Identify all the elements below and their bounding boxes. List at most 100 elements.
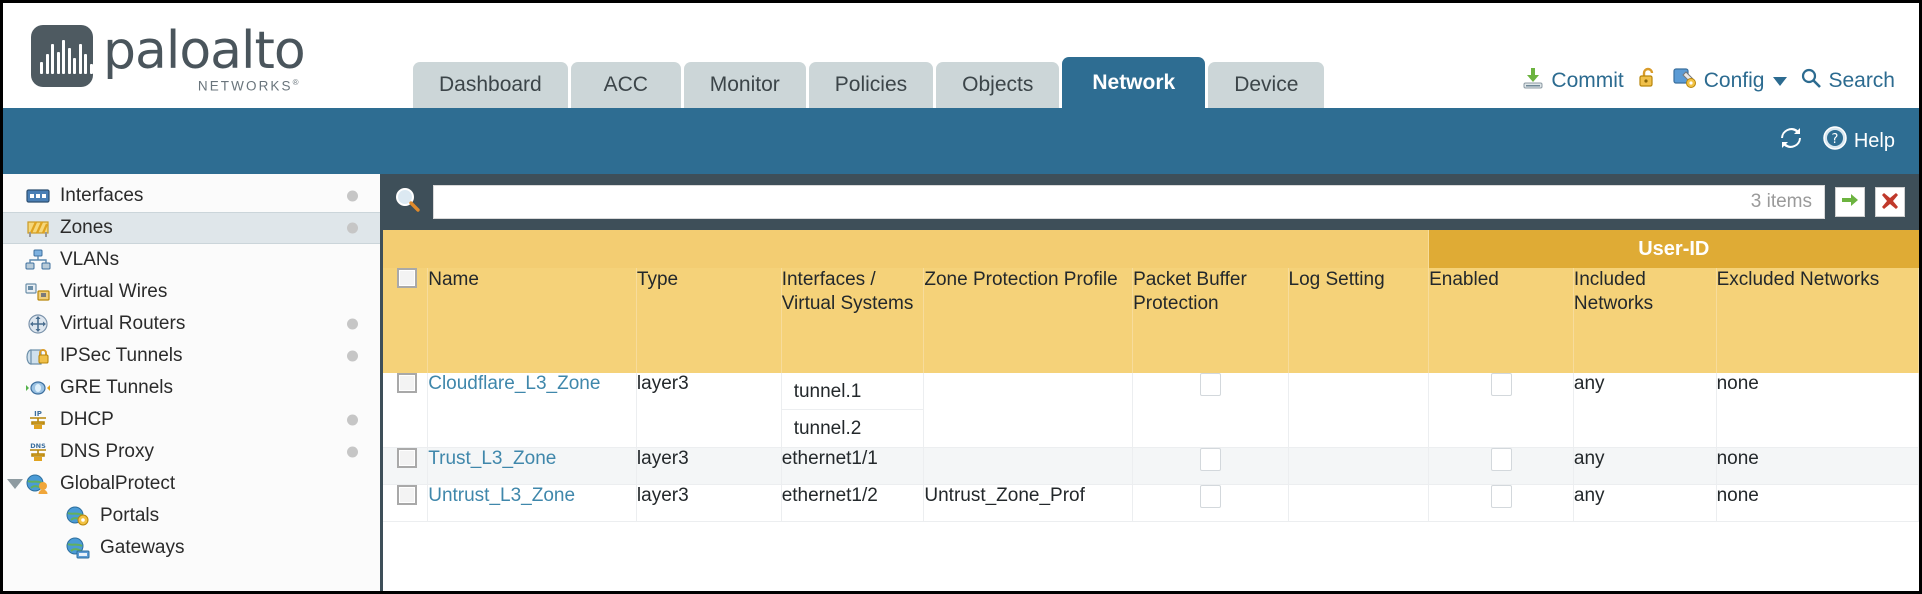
- interface-item: tunnel.2: [793, 418, 862, 439]
- cell-interfaces: ethernet1/2: [781, 484, 925, 522]
- clear-filter-button[interactable]: [1875, 187, 1905, 217]
- search-label: Search: [1828, 69, 1895, 92]
- help-button[interactable]: ? Help: [1822, 125, 1895, 157]
- magnifier-icon: [1800, 67, 1822, 95]
- tab-network[interactable]: Network: [1062, 56, 1206, 108]
- sidebar-item-zones[interactable]: Zones: [3, 212, 380, 244]
- user-id-enabled-checkbox[interactable]: [1490, 373, 1512, 396]
- cell-name[interactable]: Trust_L3_Zone: [427, 447, 637, 485]
- column-header-log-setting[interactable]: Log Setting: [1288, 268, 1430, 373]
- column-header-excluded-networks[interactable]: Excluded Networks: [1716, 268, 1919, 373]
- cell-log-setting: [1288, 484, 1430, 522]
- row-checkbox[interactable]: [397, 448, 417, 468]
- status-dot: [347, 414, 358, 426]
- body-area: Interfaces Zones: [3, 174, 1919, 591]
- sidebar-item-dhcp[interactable]: IP DHCP: [3, 404, 380, 436]
- config-wrench-icon: [1672, 66, 1698, 96]
- cell-packet-buffer[interactable]: [1132, 484, 1289, 522]
- cell-log-setting: [1288, 447, 1430, 485]
- sidebar-item-label: DNS Proxy: [60, 441, 154, 462]
- lock-button[interactable]: [1637, 66, 1659, 96]
- sidebar-item-label: Portals: [100, 505, 160, 526]
- tab-objects[interactable]: Objects: [936, 61, 1060, 108]
- sidebar-item-virtual-routers[interactable]: Virtual Routers: [3, 308, 380, 340]
- sidebar-item-label: Virtual Wires: [60, 281, 168, 302]
- refresh-icon[interactable]: [1778, 126, 1804, 156]
- sidebar-item-label: DHCP: [60, 409, 114, 430]
- column-header-type[interactable]: Type: [636, 268, 782, 373]
- commit-button[interactable]: Commit: [1521, 66, 1624, 96]
- tab-policies[interactable]: Policies: [808, 61, 934, 108]
- cell-included-networks: any: [1573, 447, 1717, 485]
- column-header-zone-protection[interactable]: Zone Protection Profile: [923, 268, 1134, 373]
- packet-buffer-checkbox[interactable]: [1199, 485, 1221, 508]
- cell-name[interactable]: Untrust_L3_Zone: [427, 484, 637, 522]
- select-all-header[interactable]: [383, 268, 429, 373]
- sidebar-item-label: Interfaces: [60, 185, 144, 206]
- cell-excluded-networks: none: [1716, 373, 1919, 448]
- packet-buffer-checkbox[interactable]: [1199, 448, 1221, 471]
- row-select-cell[interactable]: [383, 484, 429, 522]
- filter-input[interactable]: 3 items: [433, 185, 1825, 219]
- column-header-enabled[interactable]: Enabled: [1428, 268, 1574, 373]
- cell-enabled[interactable]: [1428, 373, 1574, 448]
- filter-bar: 3 items: [383, 174, 1919, 230]
- sidebar-item-label: Gateways: [100, 537, 185, 558]
- ipsec-tunnels-icon: [25, 345, 51, 367]
- row-select-cell[interactable]: [383, 447, 429, 485]
- sidebar-item-virtual-wires[interactable]: Virtual Wires: [3, 276, 380, 308]
- row-select-cell[interactable]: [383, 373, 429, 448]
- row-checkbox[interactable]: [397, 373, 417, 393]
- zone-name-link[interactable]: Trust_L3_Zone: [428, 448, 557, 469]
- packet-buffer-checkbox[interactable]: [1199, 373, 1221, 396]
- paloalto-logo-mark: [31, 25, 93, 87]
- sidebar-item-ipsec-tunnels[interactable]: IPSec Tunnels: [3, 340, 380, 372]
- cell-enabled[interactable]: [1428, 447, 1574, 485]
- search-button[interactable]: Search: [1800, 67, 1895, 95]
- sidebar-item-label: Virtual Routers: [60, 313, 186, 334]
- cell-zone-protection: [923, 373, 1134, 448]
- expand-triangle-icon[interactable]: [7, 479, 23, 489]
- svg-text:?: ?: [1831, 132, 1838, 147]
- sidebar-item-dns-proxy[interactable]: DNS DNS Proxy: [3, 436, 380, 468]
- user-id-enabled-checkbox[interactable]: [1490, 448, 1512, 471]
- table-row[interactable]: Untrust_L3_Zone layer3 ethernet1/2 Untru…: [383, 484, 1919, 522]
- virtual-wires-icon: [25, 281, 51, 303]
- sidebar-item-portals[interactable]: Portals: [3, 500, 380, 532]
- table-row[interactable]: Trust_L3_Zone layer3 ethernet1/1 any: [383, 447, 1919, 485]
- cell-zone-protection: [923, 447, 1134, 485]
- tab-device[interactable]: Device: [1208, 61, 1325, 108]
- cell-enabled[interactable]: [1428, 484, 1574, 522]
- select-all-checkbox[interactable]: [397, 268, 417, 288]
- sidebar-item-gateways[interactable]: Gateways: [3, 532, 380, 564]
- tab-acc[interactable]: ACC: [570, 61, 681, 108]
- table-group-header-row: User-ID: [383, 230, 1919, 268]
- row-checkbox[interactable]: [397, 485, 417, 505]
- zone-name-link[interactable]: Untrust_L3_Zone: [428, 485, 576, 506]
- zone-name-link[interactable]: Cloudflare_L3_Zone: [428, 373, 601, 394]
- cell-packet-buffer[interactable]: [1132, 373, 1289, 448]
- tab-monitor[interactable]: Monitor: [683, 61, 806, 108]
- column-header-name[interactable]: Name: [427, 268, 637, 373]
- table-row[interactable]: Cloudflare_L3_Zone layer3 tunnel.1 tunne…: [383, 373, 1919, 448]
- sidebar-item-globalprotect[interactable]: GlobalProtect: [3, 468, 380, 500]
- group-header-user-id: User-ID: [1428, 230, 1919, 268]
- column-header-included-networks[interactable]: Included Networks: [1573, 268, 1717, 373]
- cell-name[interactable]: Cloudflare_L3_Zone: [427, 373, 637, 448]
- apply-filter-button[interactable]: [1835, 187, 1865, 217]
- tab-dashboard[interactable]: Dashboard: [413, 61, 568, 108]
- table-empty-filler-row: [383, 521, 1919, 591]
- user-id-enabled-checkbox[interactable]: [1490, 485, 1512, 508]
- config-menu[interactable]: Config: [1672, 66, 1788, 96]
- dns-proxy-icon: DNS: [25, 441, 51, 463]
- status-dot: [347, 222, 358, 234]
- cell-packet-buffer[interactable]: [1132, 447, 1289, 485]
- column-header-packet-buffer[interactable]: Packet Buffer Protection: [1132, 268, 1289, 373]
- column-header-interfaces[interactable]: Interfaces / Virtual Systems: [781, 268, 925, 373]
- sidebar-item-label: GlobalProtect: [60, 473, 176, 494]
- sidebar-item-vlans[interactable]: VLANs: [3, 244, 380, 276]
- sidebar-item-interfaces[interactable]: Interfaces: [3, 180, 380, 212]
- unlocked-padlock-icon: [1637, 66, 1659, 96]
- sidebar-item-gre-tunnels[interactable]: GRE Tunnels: [3, 372, 380, 404]
